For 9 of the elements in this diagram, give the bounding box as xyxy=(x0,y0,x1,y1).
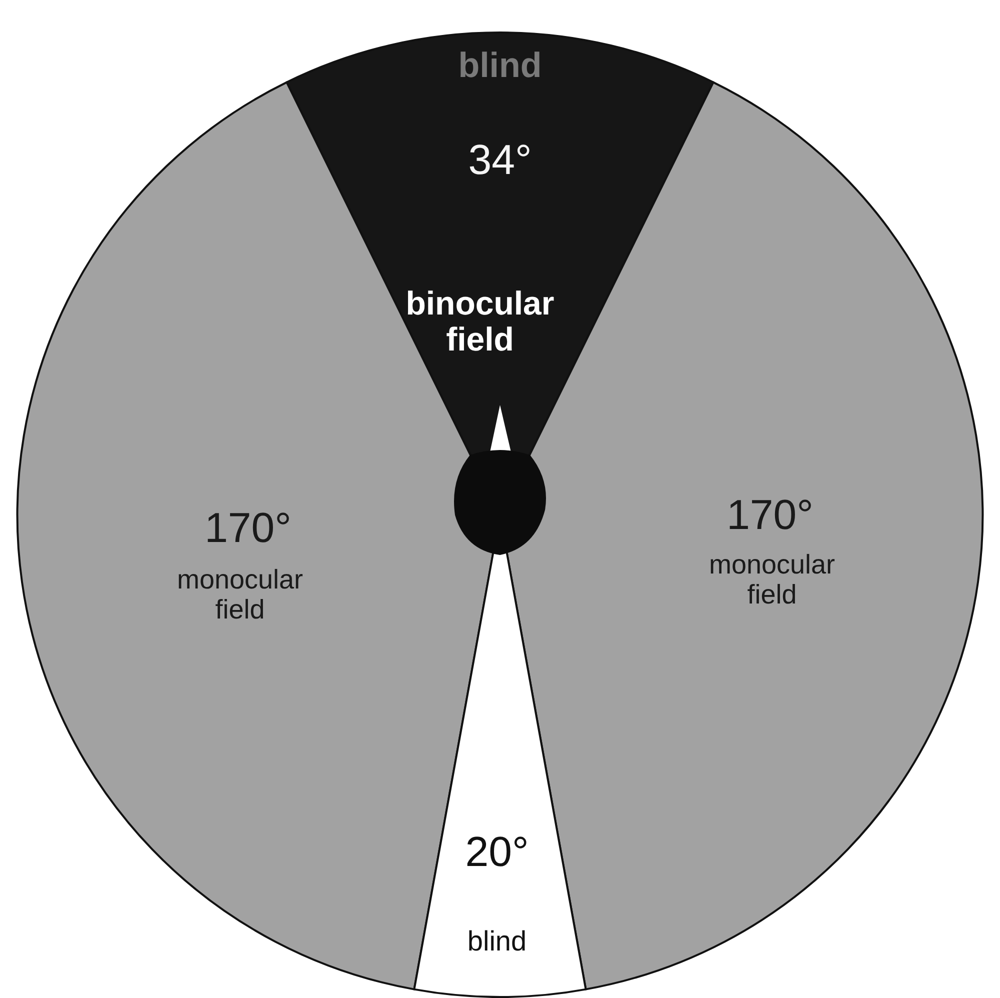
sector-label: monocular field xyxy=(708,550,836,610)
sector-label: blind xyxy=(466,926,528,958)
angle-label: 34° xyxy=(467,136,533,184)
sector-label: blind xyxy=(457,46,543,86)
angle-label: 170° xyxy=(204,504,292,552)
angle-label: 20° xyxy=(464,828,530,876)
angle-label: 170° xyxy=(726,492,814,538)
sector-label: monocular field xyxy=(176,565,304,625)
sector-label: binocular field xyxy=(404,286,556,358)
